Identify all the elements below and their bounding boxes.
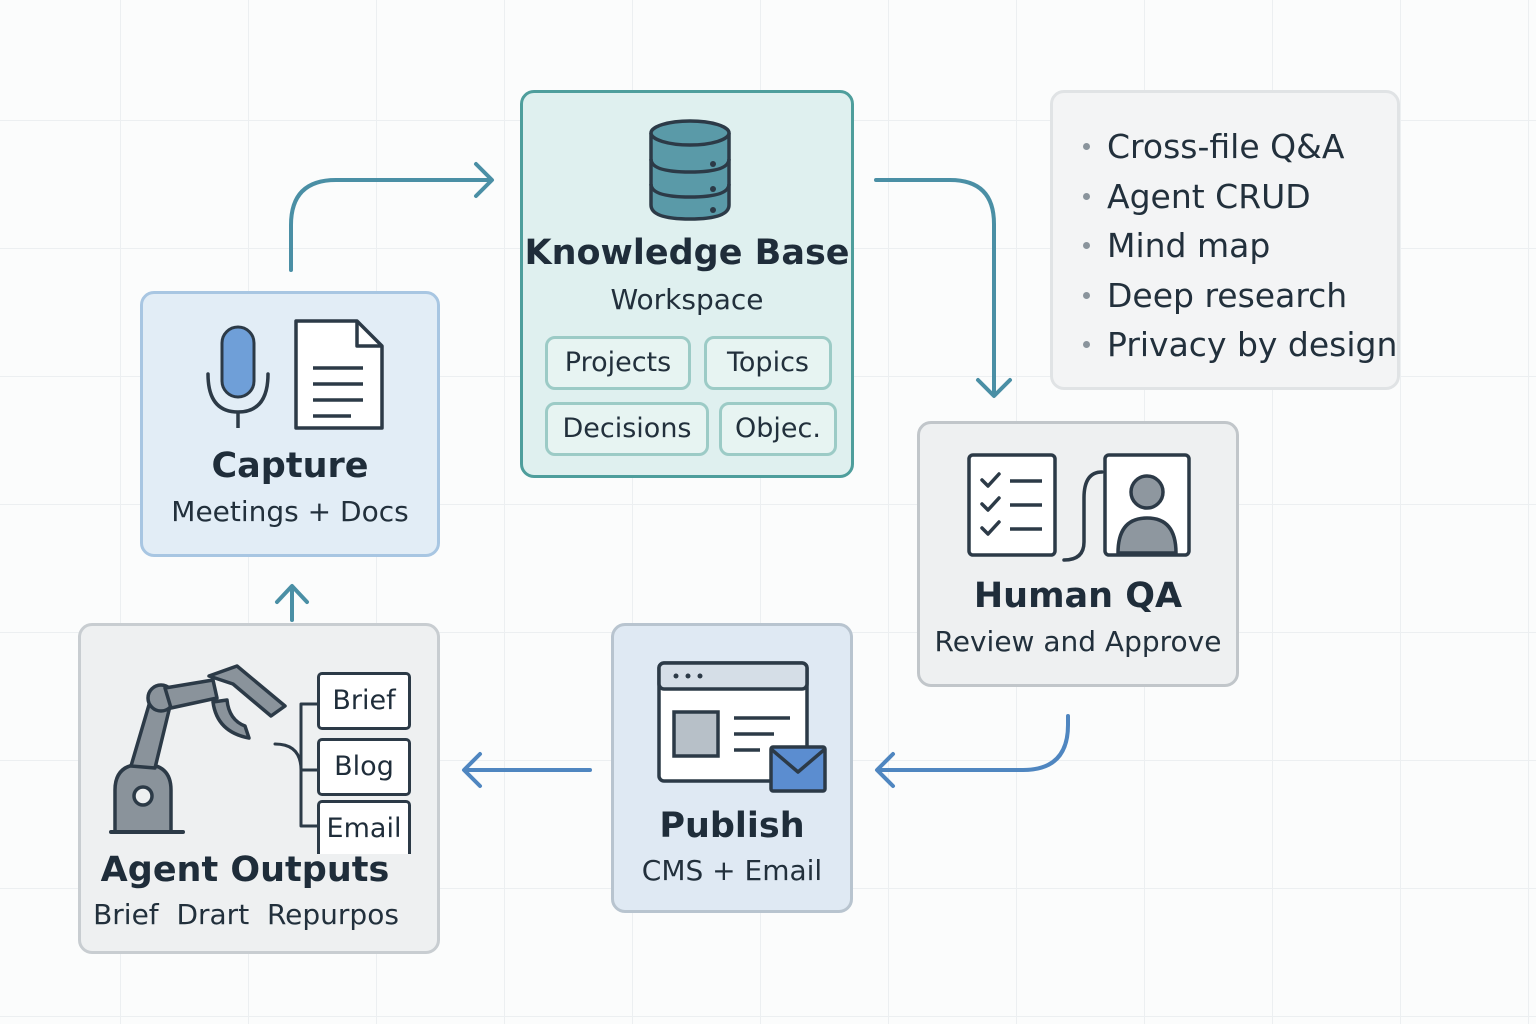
feature-item: Agent CRUD bbox=[1081, 175, 1397, 225]
feature-item: Deep research bbox=[1081, 274, 1397, 324]
arrow-qa-to-publish bbox=[878, 714, 1070, 772]
checklist-icon bbox=[967, 453, 1057, 557]
arrowhead-capture-to-kb bbox=[474, 162, 494, 198]
capture-card: Capture Meetings + Docs bbox=[140, 291, 440, 557]
output-tag-blog: Blog bbox=[317, 738, 411, 796]
arrowhead-qa-to-publish bbox=[875, 752, 895, 788]
arrow-capture-to-kb bbox=[289, 178, 492, 272]
microphone-icon bbox=[206, 325, 270, 428]
capture-subtitle: Meetings + Docs bbox=[171, 495, 409, 528]
output-tag-brief: Brief bbox=[317, 672, 411, 730]
user-profile-icon bbox=[1103, 453, 1191, 557]
connector-line-icon bbox=[1062, 470, 1104, 562]
kb-title: Knowledge Base bbox=[524, 233, 850, 273]
feature-item: Mind map bbox=[1081, 224, 1397, 274]
feature-list: Cross-file Q&A Agent CRUD Mind map Deep … bbox=[1081, 125, 1397, 373]
kb-chip-projects: Projects bbox=[545, 336, 691, 390]
kb-subtitle: Workspace bbox=[610, 283, 764, 316]
feature-item: Privacy by design bbox=[1081, 323, 1397, 373]
outputs-subtitle: Brief Drart Repurpos bbox=[93, 898, 399, 931]
document-icon bbox=[294, 319, 384, 430]
capture-title: Capture bbox=[211, 446, 369, 486]
email-icon bbox=[769, 745, 827, 793]
output-bracket-icon bbox=[273, 702, 319, 828]
features-card: Cross-file Q&A Agent CRUD Mind map Deep … bbox=[1050, 90, 1400, 390]
agent-outputs-card: Brief Blog Email Agent Outputs Brief Dra… bbox=[78, 623, 440, 954]
arrowhead-kb-to-qa bbox=[976, 378, 1012, 398]
qa-subtitle: Review and Approve bbox=[934, 625, 1222, 658]
human-qa-card: Human QA Review and Approve bbox=[917, 421, 1239, 687]
knowledge-base-card: Knowledge Base Workspace Projects Topics… bbox=[520, 90, 854, 478]
arrowhead-publish-to-outputs bbox=[462, 752, 482, 788]
publish-title: Publish bbox=[659, 806, 805, 846]
publish-subtitle: CMS + Email bbox=[641, 854, 823, 887]
kb-chip-topics: Topics bbox=[704, 336, 832, 390]
kb-chip-decisions: Decisions bbox=[545, 402, 709, 456]
publish-card: Publish CMS + Email bbox=[611, 623, 853, 913]
kb-chip-objec: Objec. bbox=[719, 402, 837, 456]
robot-arm-icon bbox=[109, 664, 287, 834]
output-tag-email: Email bbox=[317, 800, 411, 854]
outputs-title: Agent Outputs bbox=[100, 850, 390, 890]
database-icon bbox=[649, 119, 731, 221]
arrow-kb-to-qa bbox=[874, 178, 996, 396]
qa-title: Human QA bbox=[973, 576, 1183, 616]
feature-item: Cross-file Q&A bbox=[1081, 125, 1397, 175]
arrowhead-outputs-to-capture bbox=[275, 584, 309, 604]
